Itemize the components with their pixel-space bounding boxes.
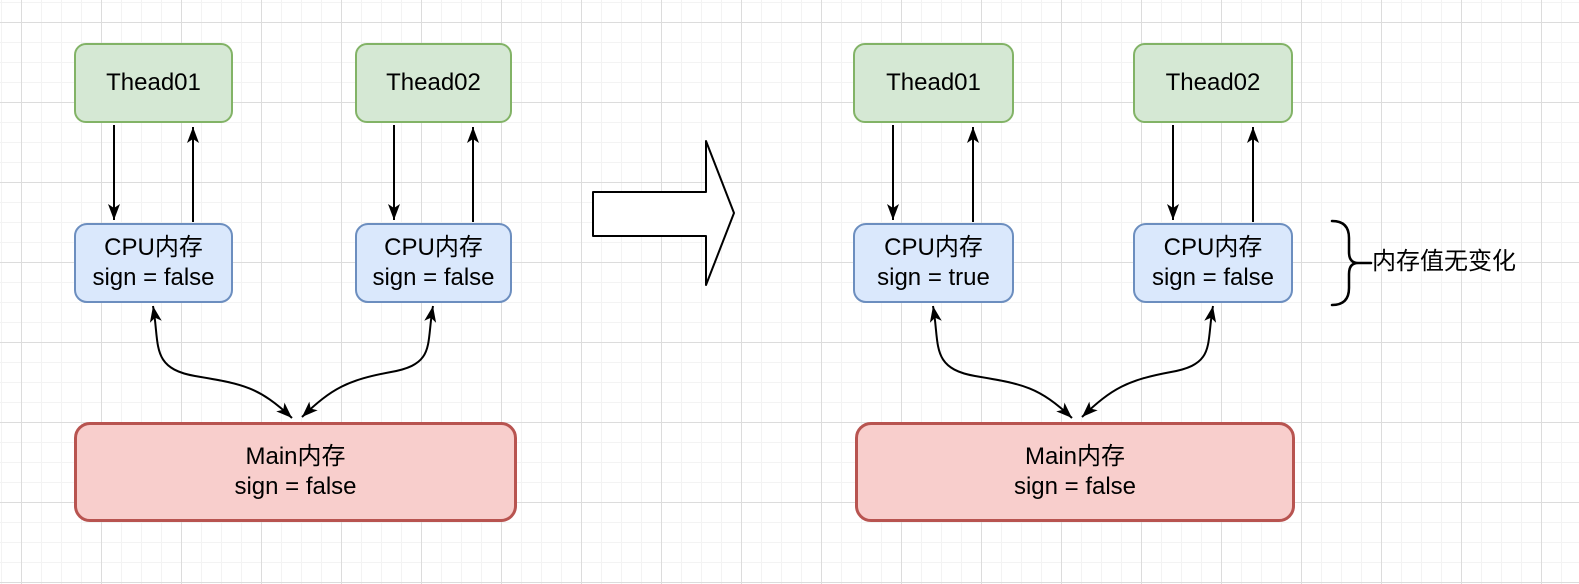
right-cpu2-node[interactable]: CPU内存 sign = false: [1133, 223, 1293, 303]
right-cpu1-node[interactable]: CPU内存 sign = true: [853, 223, 1014, 303]
right-cpu1-title: CPU内存: [884, 234, 983, 261]
right-cpu1-main-connector[interactable]: [929, 305, 1073, 419]
left-cpu1-main-connector[interactable]: [149, 305, 293, 419]
right-thread1-node[interactable]: Thead01: [853, 43, 1014, 123]
left-cpu1-node[interactable]: CPU内存 sign = false: [74, 223, 233, 303]
right-main-value: sign = false: [1013, 473, 1137, 500]
left-cpu1-value: sign = false: [92, 264, 215, 291]
right-thread2-node[interactable]: Thead02: [1133, 43, 1293, 123]
left-main-title: Main内存: [245, 443, 346, 470]
left-cpu2-title: CPU内存: [384, 234, 483, 261]
right-thread1-label: Thead01: [886, 69, 981, 96]
transition-block-arrow-icon[interactable]: [592, 140, 735, 286]
left-cpu2-main-connector[interactable]: [301, 305, 437, 418]
left-cpu2-value: sign = false: [372, 264, 495, 291]
right-cpu2-main-connector[interactable]: [1081, 305, 1217, 418]
curly-brace-icon[interactable]: [1330, 219, 1373, 307]
right-cpu2-title: CPU内存: [1163, 234, 1263, 261]
left-main-memory-node[interactable]: Main内存 sign = false: [74, 422, 517, 522]
left-main-value: sign = false: [234, 473, 357, 500]
right-thread2-label: Thead02: [1165, 69, 1261, 96]
left-thread2-label: Thead02: [386, 69, 481, 96]
right-main-memory-node[interactable]: Main内存 sign = false: [855, 422, 1295, 522]
left-thread2-node[interactable]: Thead02: [355, 43, 512, 123]
right-cpu1-value: sign = true: [877, 264, 990, 291]
right-cpu2-value: sign = false: [1151, 264, 1275, 291]
left-thread1-label: Thead01: [106, 69, 201, 96]
left-cpu2-node[interactable]: CPU内存 sign = false: [355, 223, 512, 303]
left-cpu1-title: CPU内存: [104, 234, 203, 261]
right-main-title: Main内存: [1024, 443, 1126, 470]
memory-unchanged-annotation: 内存值无变化: [1372, 248, 1516, 275]
left-thread1-node[interactable]: Thead01: [74, 43, 233, 123]
